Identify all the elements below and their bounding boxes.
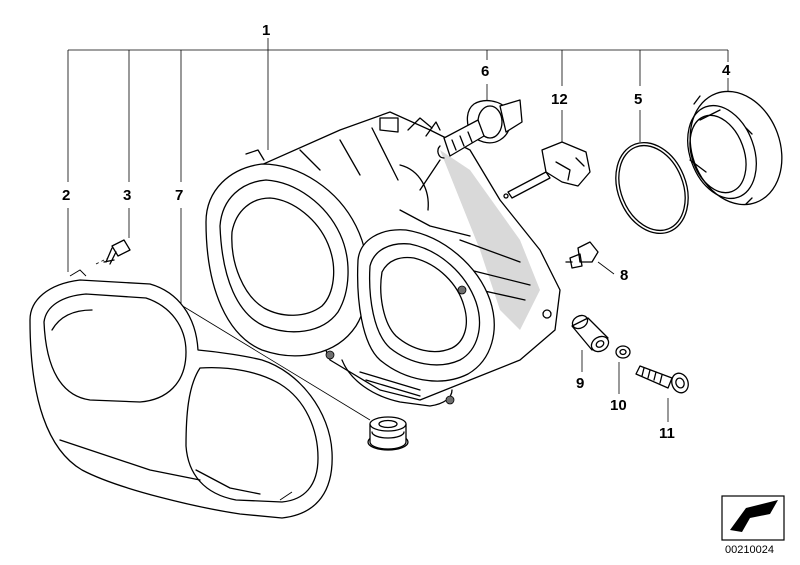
callout-12: 12 (551, 91, 568, 108)
part-10-washer (615, 345, 631, 359)
part-8-bolt (565, 241, 599, 269)
part-6-bulb (437, 99, 523, 159)
callout-1: 1 (262, 22, 270, 39)
callout-4: 4 (722, 62, 731, 79)
part-5-o-ring (615, 141, 689, 235)
part-2-trim-frame (29, 269, 333, 519)
part-7-grommet (367, 416, 409, 451)
orientation-arrow-icon (730, 500, 778, 532)
part-12-bulb-socket (503, 141, 591, 199)
part-4-cover-cap (687, 90, 783, 206)
callout-5: 5 (634, 91, 642, 108)
reference-box: 00210024 (721, 495, 785, 556)
callout-3: 3 (123, 187, 131, 204)
callout-10: 10 (610, 397, 627, 414)
part-3-screw (103, 239, 131, 265)
callout-7: 7 (175, 187, 183, 204)
callout-9: 9 (576, 375, 584, 392)
callout-8: 8 (620, 267, 628, 284)
part-9-spacer-sleeve (571, 314, 610, 353)
callout-6: 6 (481, 63, 489, 80)
reference-number: 00210024 (725, 544, 774, 556)
part-1-headlight-housing (205, 111, 561, 407)
callout-bracket-lines (67, 38, 729, 182)
part-11-screw (635, 365, 689, 394)
callout-11: 11 (659, 425, 675, 442)
callout-2: 2 (62, 187, 70, 204)
